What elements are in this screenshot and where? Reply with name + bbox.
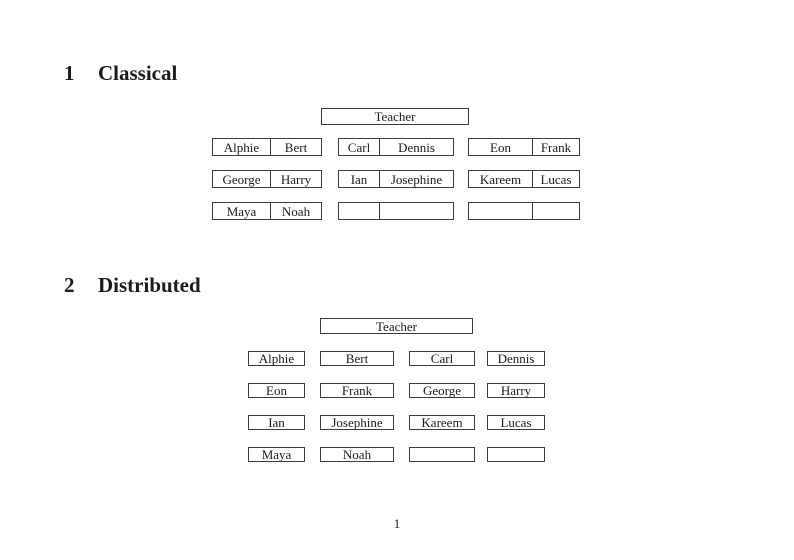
seat-box <box>487 447 545 462</box>
seat-box: Bert <box>320 351 394 366</box>
page-number: 1 <box>393 516 401 531</box>
seat-box: Frank <box>320 383 394 398</box>
seat-box <box>409 447 475 462</box>
section-1-number: 1 <box>64 61 75 85</box>
desk: Ian Josephine <box>338 170 454 188</box>
seat-cell: Eon <box>490 139 511 155</box>
seat-box: Eon <box>248 383 305 398</box>
seat-cell <box>379 203 453 219</box>
teacher-box: Teacher <box>320 318 473 334</box>
seat-box: George <box>409 383 475 398</box>
seat-box: Josephine <box>320 415 394 430</box>
seat-cell: Frank <box>532 139 579 155</box>
section-1-title: Classical <box>98 61 178 85</box>
seat-cell: Ian <box>350 171 368 187</box>
seat-cell: Alphie <box>223 139 260 155</box>
seat-cell: Harry <box>270 171 321 187</box>
desk: Kareem Lucas <box>468 170 580 188</box>
seat-cell <box>532 203 579 219</box>
desk: Carl Dennis <box>338 138 454 156</box>
seat-cell: Josephine <box>379 171 453 187</box>
section-2-number: 2 <box>64 273 75 297</box>
seat-cell: George <box>222 171 261 187</box>
seat-cell: Lucas <box>532 171 579 187</box>
seat-box: Noah <box>320 447 394 462</box>
seat-cell: Bert <box>270 139 321 155</box>
seat-box: Harry <box>487 383 545 398</box>
seat-box: Lucas <box>487 415 545 430</box>
seat-cell: Maya <box>226 203 257 219</box>
seat-box: Maya <box>248 447 305 462</box>
seat-cell: Dennis <box>379 139 453 155</box>
seat-box: Dennis <box>487 351 545 366</box>
desk: George Harry <box>212 170 322 188</box>
teacher-box: Teacher <box>321 108 469 125</box>
seat-box: Carl <box>409 351 475 366</box>
seat-box: Alphie <box>248 351 305 366</box>
section-2-title: Distributed <box>98 273 201 297</box>
seat-box: Kareem <box>409 415 475 430</box>
desk: Maya Noah <box>212 202 322 220</box>
desk <box>468 202 580 220</box>
seat-cell: Carl <box>347 139 371 155</box>
seat-box: Ian <box>248 415 305 430</box>
seat-cell <box>469 203 532 219</box>
desk: Eon Frank <box>468 138 580 156</box>
desk <box>338 202 454 220</box>
seat-cell: Noah <box>270 203 321 219</box>
desk: Alphie Bert <box>212 138 322 156</box>
seat-cell <box>339 203 379 219</box>
seat-cell: Kareem <box>479 171 522 187</box>
